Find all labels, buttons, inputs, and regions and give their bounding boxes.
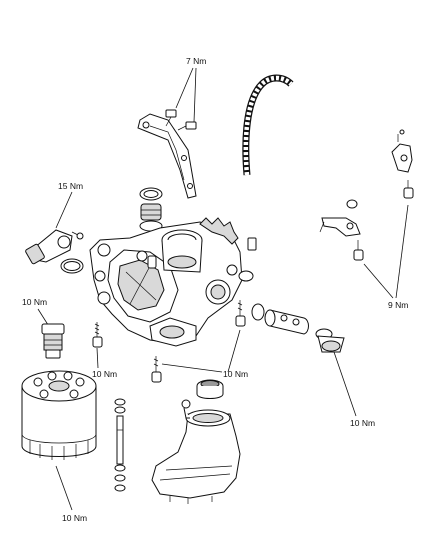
drain-plug: [315, 328, 345, 353]
timing-chain: [242, 74, 294, 176]
oil-pump-housing: [89, 217, 243, 347]
label-10nm-left-bolt: 10 Nm: [92, 369, 117, 379]
o-ring: [238, 270, 254, 282]
leader-lines: [37, 67, 409, 511]
label-7nm: 7 Nm: [186, 56, 206, 66]
label-10nm-center: 10 Nm: [223, 369, 248, 379]
oil-jet-right: [391, 129, 414, 199]
oil-pressure-switch: [25, 229, 84, 274]
label-10nm-adapter: 10 Nm: [22, 297, 47, 307]
oil-pickup: [151, 379, 241, 504]
oil-jet-middle: [319, 199, 364, 261]
label-9nm: 9 Nm: [388, 300, 408, 310]
label-10nm-plug: 10 Nm: [350, 418, 375, 428]
filter-adapter: [41, 323, 65, 359]
mounting-bracket: [137, 109, 197, 199]
label-10nm-filter: 10 Nm: [62, 513, 87, 523]
pump-shaft: [251, 303, 309, 335]
dipstick-tube: [114, 398, 126, 492]
label-15nm: 15 Nm: [58, 181, 83, 191]
oil-filter: [21, 370, 97, 460]
housing-bolts: [92, 300, 246, 383]
dowel-pin: [247, 237, 257, 251]
